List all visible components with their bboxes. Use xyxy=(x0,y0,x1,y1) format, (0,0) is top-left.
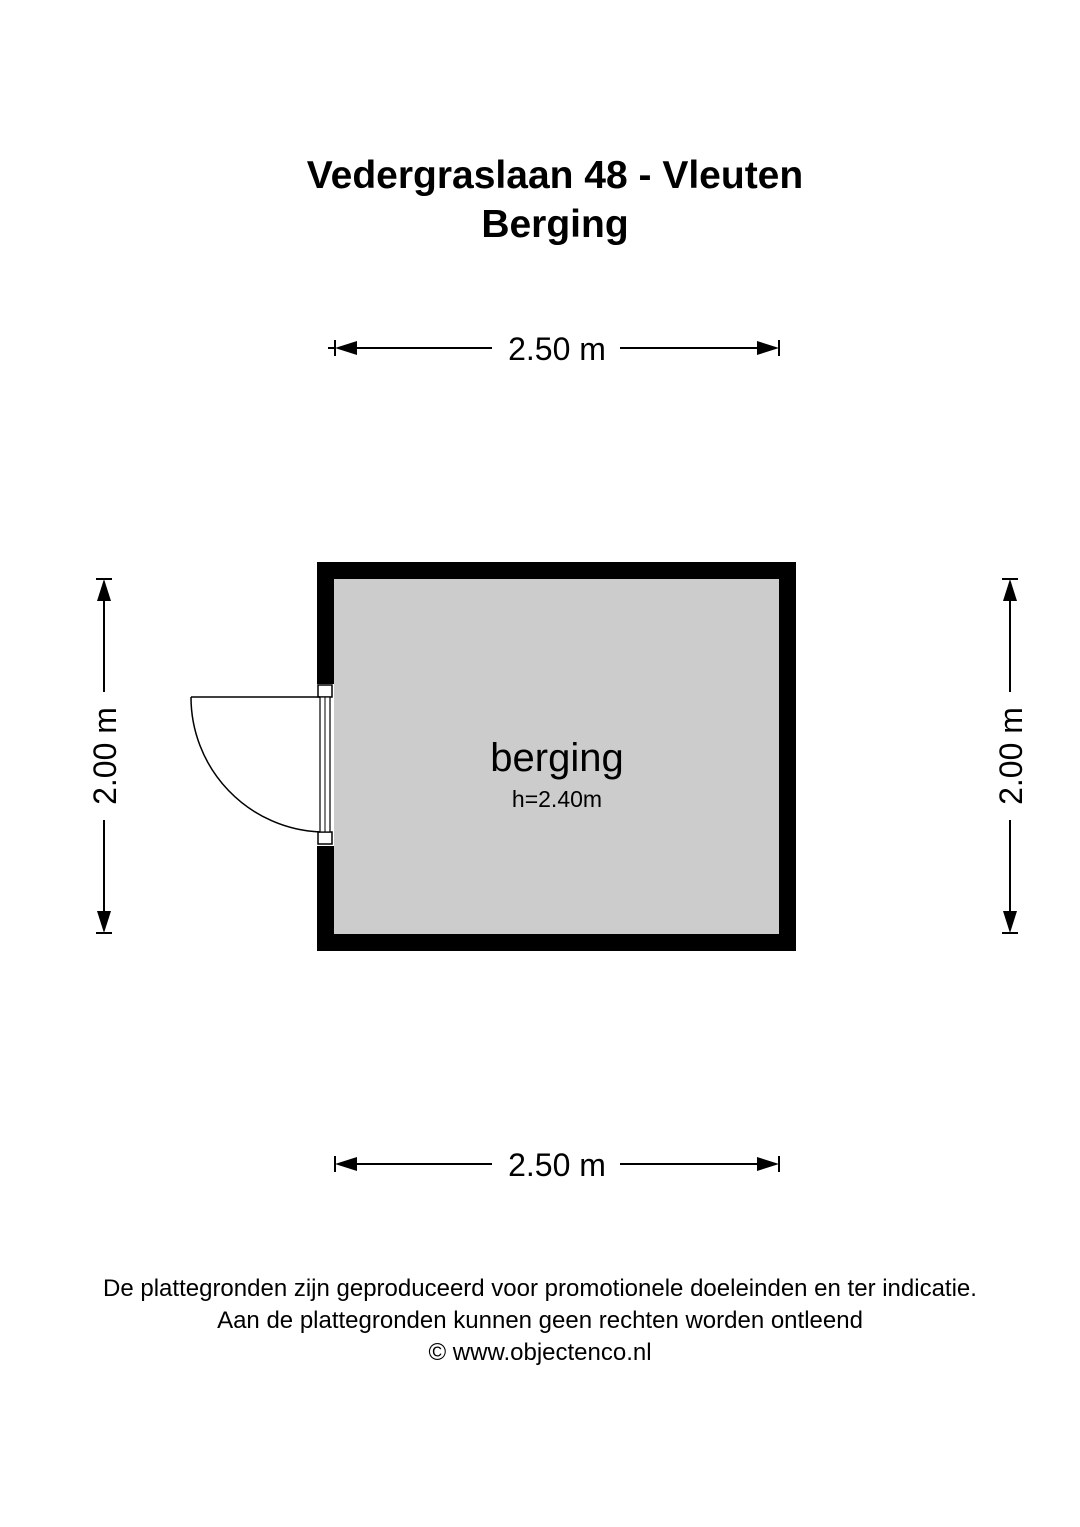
disclaimer-line-2: Aan de plattegronden kunnen geen rechten… xyxy=(217,1307,863,1334)
dimension-top: 2.50 m xyxy=(328,331,780,367)
dimension-bottom: 2.50 m xyxy=(334,1147,780,1183)
dimension-left: 2.00 m xyxy=(87,578,123,934)
dimension-right-label: 2.00 m xyxy=(993,707,1029,805)
room-floor xyxy=(334,579,779,934)
room-height: h=2.40m xyxy=(512,786,602,812)
door-swing xyxy=(190,696,321,833)
page-title: Vedergraslaan 48 - Vleuten xyxy=(306,154,804,197)
dimension-left-label: 2.00 m xyxy=(87,707,123,805)
copyright-line: © www.objectenco.nl xyxy=(428,1339,652,1366)
dimension-top-label: 2.50 m xyxy=(508,331,606,367)
disclaimer-line-1: De plattegronden zijn geproduceerd voor … xyxy=(103,1275,977,1302)
dimension-right: 2.00 m xyxy=(993,578,1029,934)
door-jamb-bottom xyxy=(317,831,333,845)
page-subtitle: Berging xyxy=(481,203,629,246)
room-name: berging xyxy=(490,736,623,780)
dimension-bottom-label: 2.50 m xyxy=(508,1147,606,1183)
room-berging: berging h=2.40m xyxy=(190,562,796,951)
door-jamb-top xyxy=(317,684,333,698)
